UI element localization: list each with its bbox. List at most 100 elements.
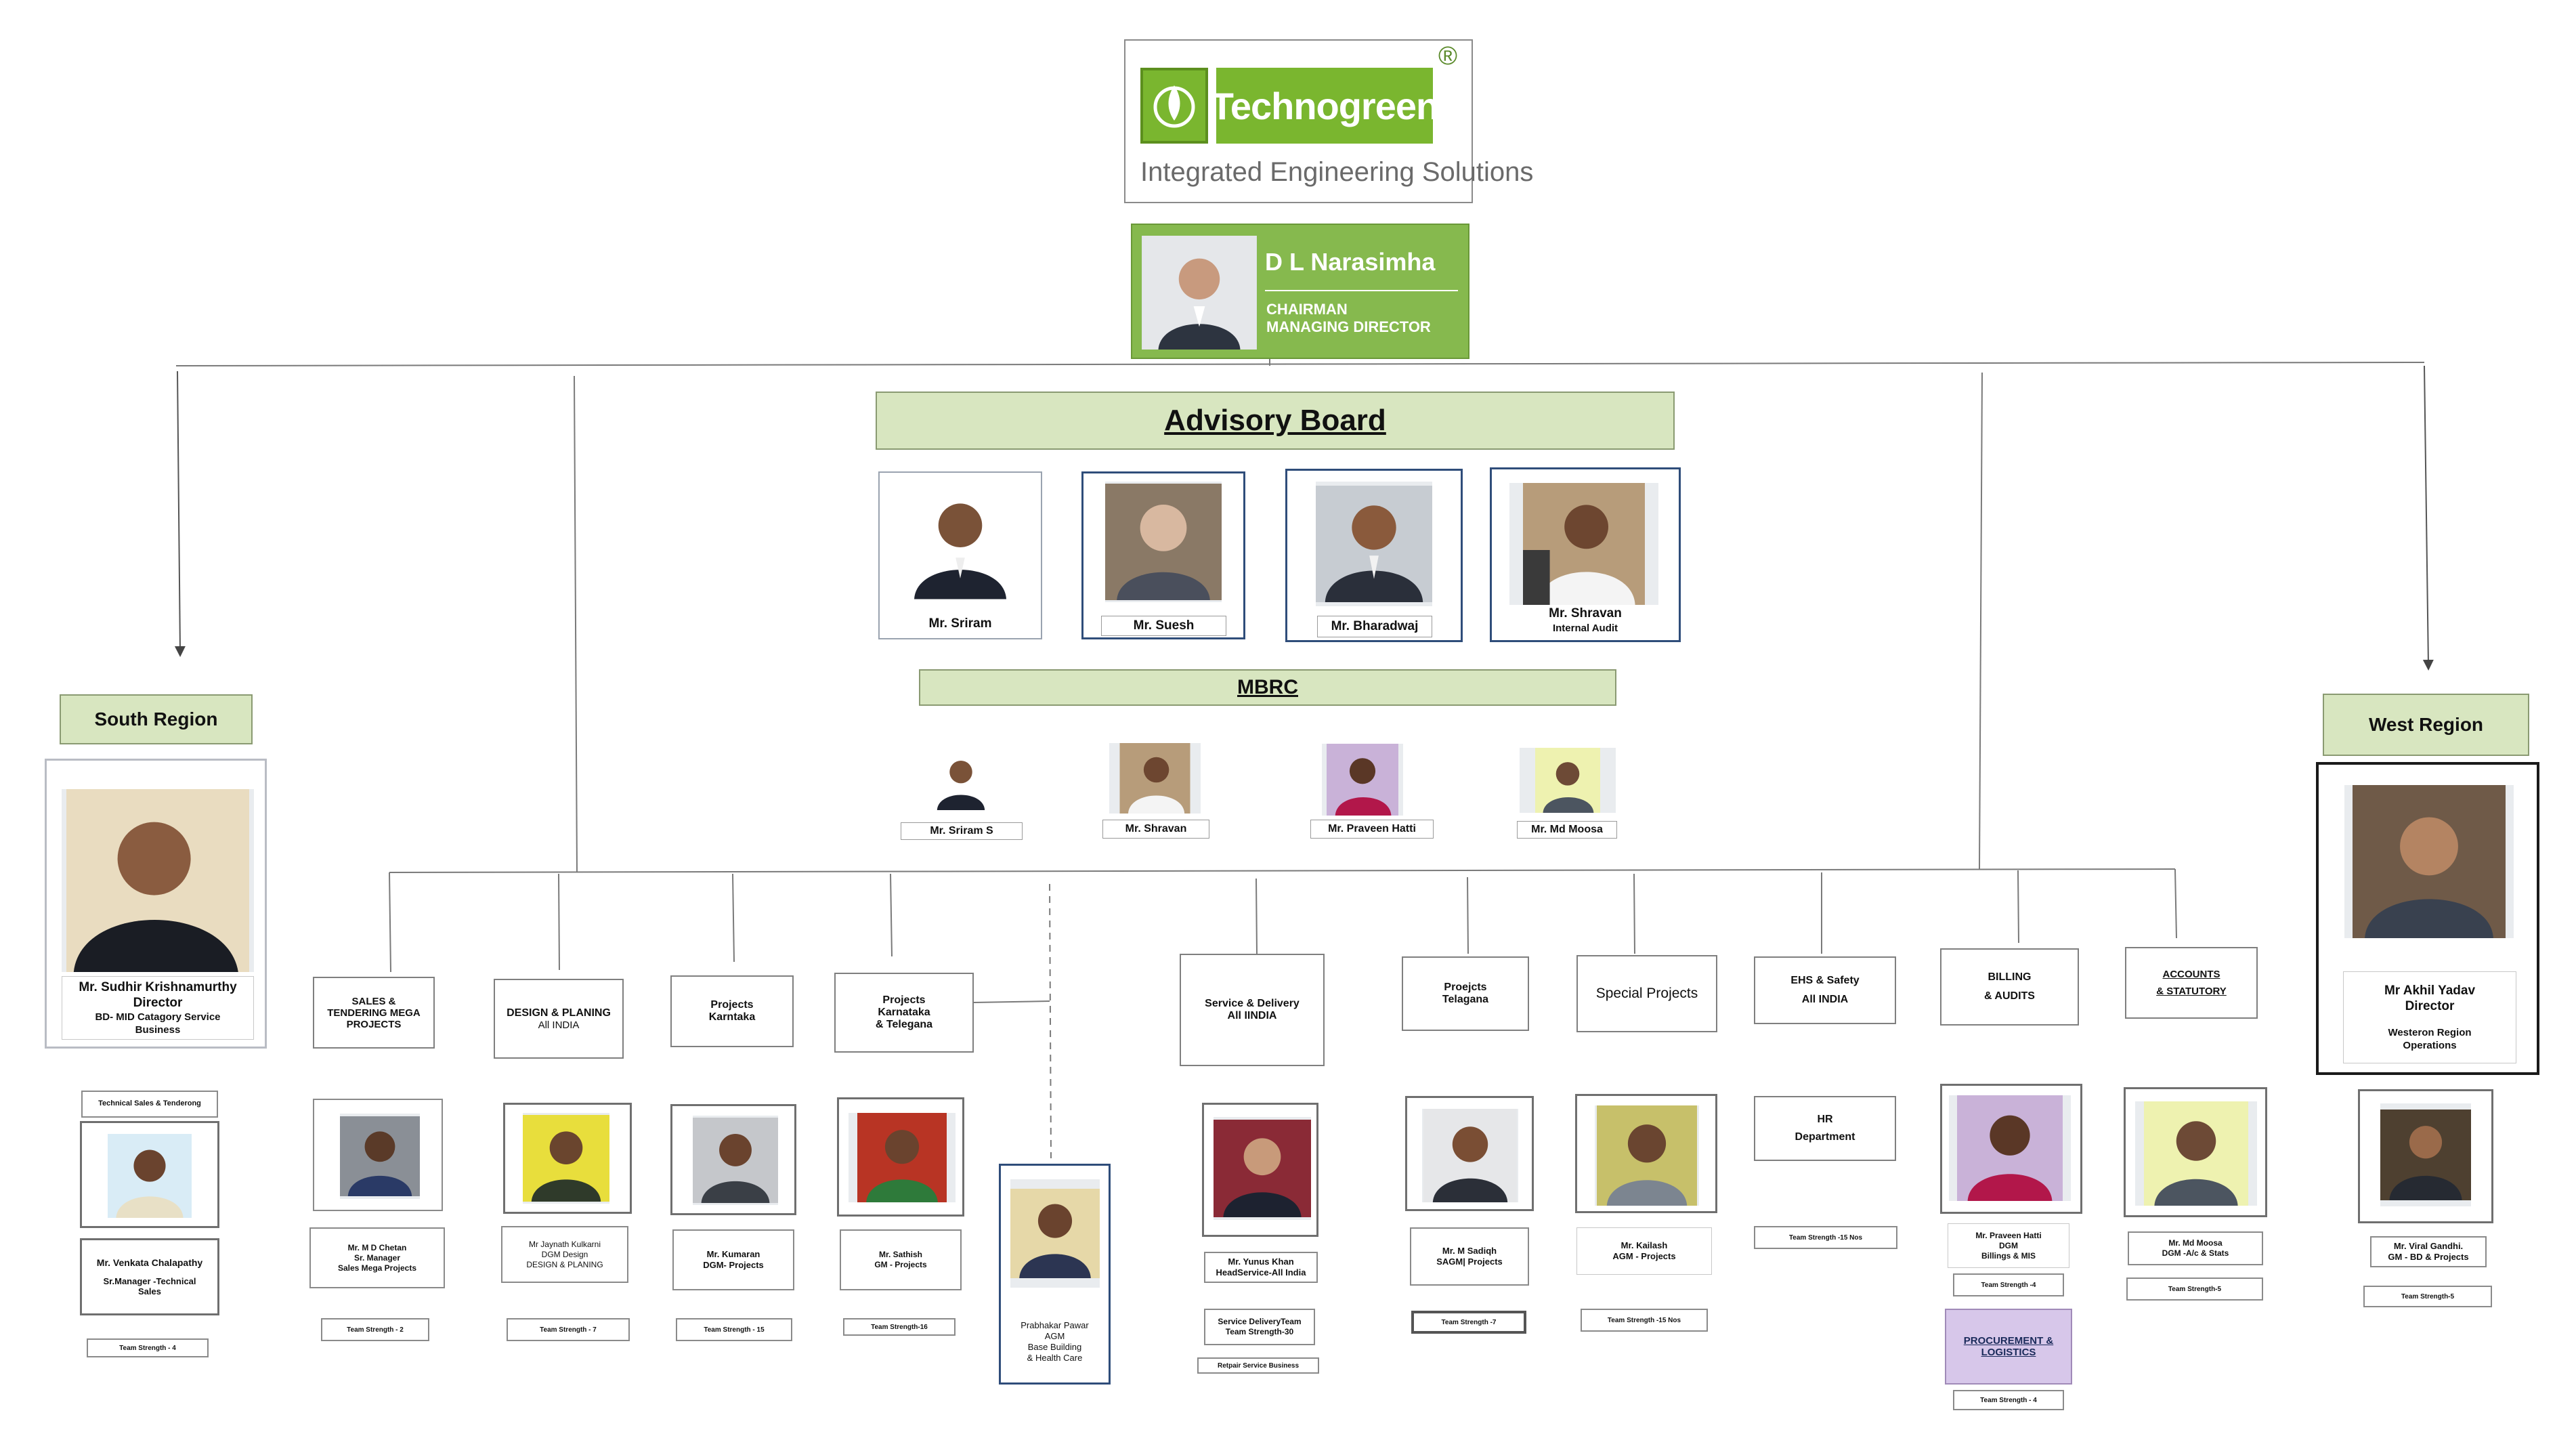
- west-sub-photo: [2380, 1103, 2471, 1206]
- projk-team-strength: Team Strength - 15: [676, 1318, 792, 1341]
- projkt-person-photo: [849, 1113, 956, 1202]
- projk-person-photo: [693, 1116, 778, 1205]
- mbrc-header: MBRC: [919, 669, 1616, 706]
- sales-person-photo: [340, 1114, 420, 1199]
- mbrc-title: MBRC: [1237, 676, 1298, 698]
- company-logo: Technogreen ® Integrated Engineering Sol…: [1124, 39, 1533, 203]
- projkt-person-label: Mr. Sathish GM - Projects: [840, 1229, 962, 1290]
- special-team-strength: Team Strength -15 Nos: [1581, 1309, 1708, 1332]
- mbrc-label: Mr. Md Moosa: [1517, 821, 1617, 839]
- billing-team-strength: Team Strength -4: [1953, 1273, 2064, 1296]
- advisor-name: Mr. Sriram: [928, 616, 992, 631]
- billing-photo-frame: [1940, 1084, 2082, 1214]
- mbrc-label: Mr. Sriram S: [901, 822, 1023, 840]
- service-photo-frame: [1202, 1103, 1318, 1237]
- dept-ehs-safety: EHS & Safety All INDIA: [1754, 956, 1896, 1024]
- accounts-person-label: Mr. Md Moosa DGM -A/c & Stats: [2128, 1231, 2263, 1265]
- south-sub-photo-frame: [80, 1121, 219, 1228]
- south-director-photo: [62, 789, 254, 972]
- advisor-photo: [903, 482, 1018, 601]
- projkt-team-strength: Team Strength-16: [843, 1318, 956, 1336]
- design-person-photo: [523, 1113, 609, 1204]
- west-sub-name: Mr. Viral Gandhi. GM - BD & Projects: [2370, 1236, 2487, 1267]
- mbrc-photo-sriram: [931, 744, 991, 817]
- billing-person-photo: [1949, 1095, 2071, 1201]
- projt-person-label: Mr. M Sadiqh SAGM| Projects: [1410, 1227, 1529, 1286]
- advisor-name: Mr. Bharadwaj: [1331, 619, 1419, 634]
- registered-mark: ®: [1438, 42, 1457, 70]
- brand-name: Technogreen: [1210, 84, 1439, 127]
- south-sub-photo: [108, 1134, 192, 1218]
- advisor-name: Mr. Shravan: [1549, 606, 1622, 620]
- billing-person-label: Mr. Praveen Hatti DGM Billings & MIS: [1948, 1223, 2069, 1268]
- design-team-strength: Team Strength - 7: [507, 1318, 630, 1341]
- sales-photo-frame: [313, 1099, 443, 1211]
- west-region-header: West Region: [2323, 694, 2529, 756]
- projk-person-label: Mr. Kumaran DGM- Projects: [672, 1229, 794, 1290]
- dept-accounts-statutory: ACCOUNTS & STATUTORY: [2125, 947, 2258, 1019]
- chairman-title-2: MANAGING DIRECTOR: [1266, 318, 1431, 335]
- dept-projects-karnataka-telegana: Projects Karnataka & Telegana: [834, 973, 974, 1053]
- special-person-label: Mr. Kailash AGM - Projects: [1576, 1227, 1712, 1275]
- design-photo-frame: [503, 1103, 632, 1214]
- projt-photo-frame: [1405, 1096, 1534, 1211]
- west-team-strength: Team Strength-5: [2363, 1286, 2492, 1307]
- special-photo-frame: [1575, 1094, 1717, 1213]
- west-director-card: Mr Akhil Yadav Director Westeron Region …: [2316, 762, 2539, 1075]
- dept-sales-tendering: SALES & TENDERING MEGA PROJECTS: [313, 977, 435, 1049]
- advisor-card-suesh: Mr. Suesh: [1081, 471, 1245, 639]
- south-team-strength: Team Strength - 4: [87, 1338, 209, 1357]
- service-person-label: Mr. Yunus Khan HeadService-All India: [1204, 1252, 1318, 1283]
- service-person-photo: [1214, 1117, 1311, 1220]
- projkt-photo-frame: [837, 1097, 964, 1217]
- mbrc-photo-praveen: [1322, 744, 1403, 816]
- sales-person-label: Mr. M D Chetan Sr. Manager Sales Mega Pr…: [309, 1227, 445, 1288]
- south-sub-label: Technical Sales & Tenderong: [81, 1091, 218, 1118]
- dept-hr: HR Department: [1754, 1096, 1896, 1161]
- advisory-board-title: Advisory Board: [1164, 404, 1386, 437]
- special-person-photo: [1595, 1105, 1699, 1206]
- dept-billing-audits: BILLING & AUDITS: [1940, 948, 2079, 1026]
- advisor-photo: [1316, 482, 1432, 606]
- dept-design-planing: DESIGN & PLANING All INDIA: [494, 979, 624, 1059]
- south-region-header: South Region: [60, 694, 253, 744]
- sales-team-strength: Team Strength - 2: [321, 1318, 429, 1341]
- accounts-team-strength: Team Strength-5: [2126, 1277, 2263, 1301]
- logo-tagline: Integrated Engineering Solutions: [1140, 157, 1534, 187]
- west-sub-photo-frame: [2358, 1089, 2493, 1223]
- procurement-team-strength: Team Strength - 4: [1953, 1390, 2064, 1410]
- advisor-photo: [1105, 482, 1222, 602]
- advisor-card-sriram: Mr. Sriram: [878, 471, 1042, 639]
- advisor-photo: [1509, 483, 1658, 605]
- chairman-title-1: CHAIRMAN: [1266, 301, 1348, 318]
- west-director-photo: [2344, 785, 2514, 938]
- advisor-card-bharadwaj: Mr. Bharadwaj: [1285, 469, 1463, 642]
- chairman-card: D L Narasimha CHAIRMAN MANAGING DIRECTOR: [1131, 224, 1469, 359]
- accounts-photo-frame: [2124, 1087, 2267, 1217]
- advisor-role: Internal Audit: [1552, 622, 1618, 634]
- service-team-strength: Service DeliveryTeam Team Strength-30: [1204, 1309, 1315, 1345]
- chairman-name: D L Narasimha: [1265, 248, 1436, 276]
- advisor-card-shravan: Mr. Shravan Internal Audit: [1490, 467, 1681, 642]
- dept-special-projects: Special Projects: [1576, 955, 1717, 1032]
- projt-team-strength: Team Strength -7: [1411, 1311, 1526, 1334]
- service-extra-label: Retpair Service Business: [1197, 1357, 1319, 1374]
- ehs-team-strength: Team Strength -15 Nos: [1754, 1226, 1897, 1249]
- projt-person-photo: [1422, 1109, 1518, 1202]
- dept-projects-karntaka: Projects Karntaka: [670, 975, 794, 1047]
- mbrc-photo-shravan: [1109, 743, 1201, 814]
- advisory-board-header: Advisory Board: [876, 392, 1675, 450]
- accounts-person-photo: [2135, 1101, 2257, 1206]
- base-building-card: Prabhakar Pawar AGM Base Building & Heal…: [999, 1164, 1111, 1385]
- advisor-name: Mr. Suesh: [1133, 618, 1195, 633]
- design-person-label: Mr Jaynath Kulkarni DGM Design DESIGN & …: [501, 1226, 628, 1283]
- projk-photo-frame: [670, 1104, 796, 1215]
- flame-icon: [1140, 68, 1208, 144]
- south-sub-name-box: Mr. Venkata Chalapathy Sr.Manager -Techn…: [80, 1238, 219, 1315]
- dept-procurement-logistics: PROCUREMENT & LOGISTICS: [1945, 1309, 2072, 1385]
- mbrc-label: Mr. Praveen Hatti: [1310, 820, 1434, 839]
- dept-projects-telagana: Proejcts Telagana: [1402, 956, 1529, 1031]
- mbrc-label: Mr. Shravan: [1102, 820, 1209, 839]
- south-director-card: Mr. Sudhir Krishnamurthy Director BD- MI…: [45, 759, 267, 1049]
